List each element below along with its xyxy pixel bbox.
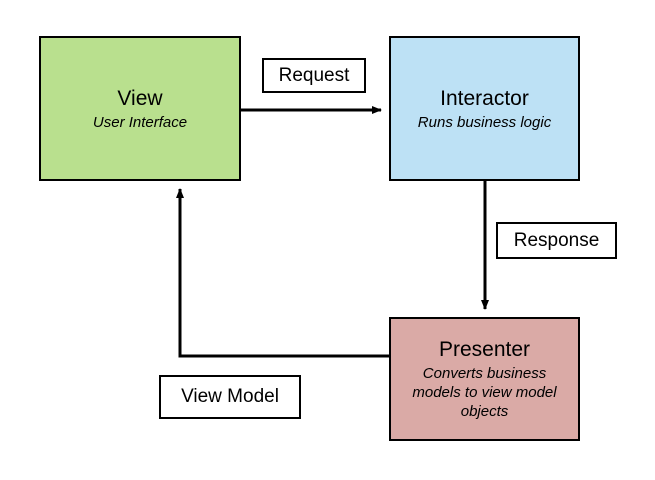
edge-label-response[interactable]: Response	[496, 222, 617, 259]
node-presenter-title: Presenter	[438, 338, 531, 361]
edge-label-request[interactable]: Request	[262, 58, 366, 93]
node-presenter-subtitle: Converts business models to view model o…	[412, 365, 557, 420]
node-view-subtitle: User Interface	[92, 113, 188, 131]
edge-label-view-model[interactable]: View Model	[159, 375, 301, 419]
edge-label-request-text: Request	[278, 64, 350, 86]
node-interactor[interactable]: Interactor Runs business logic	[389, 36, 580, 181]
edge-label-view-model-text: View Model	[181, 386, 279, 407]
node-view-title: View	[117, 86, 163, 110]
edge-view-model-arrow	[176, 188, 389, 358]
node-interactor-subtitle: Runs business logic	[417, 113, 552, 131]
edge-label-response-text: Response	[513, 229, 600, 251]
node-presenter[interactable]: Presenter Converts business models to vi…	[389, 317, 580, 441]
node-view[interactable]: View User Interface	[39, 36, 241, 181]
node-interactor-title: Interactor	[440, 86, 529, 110]
